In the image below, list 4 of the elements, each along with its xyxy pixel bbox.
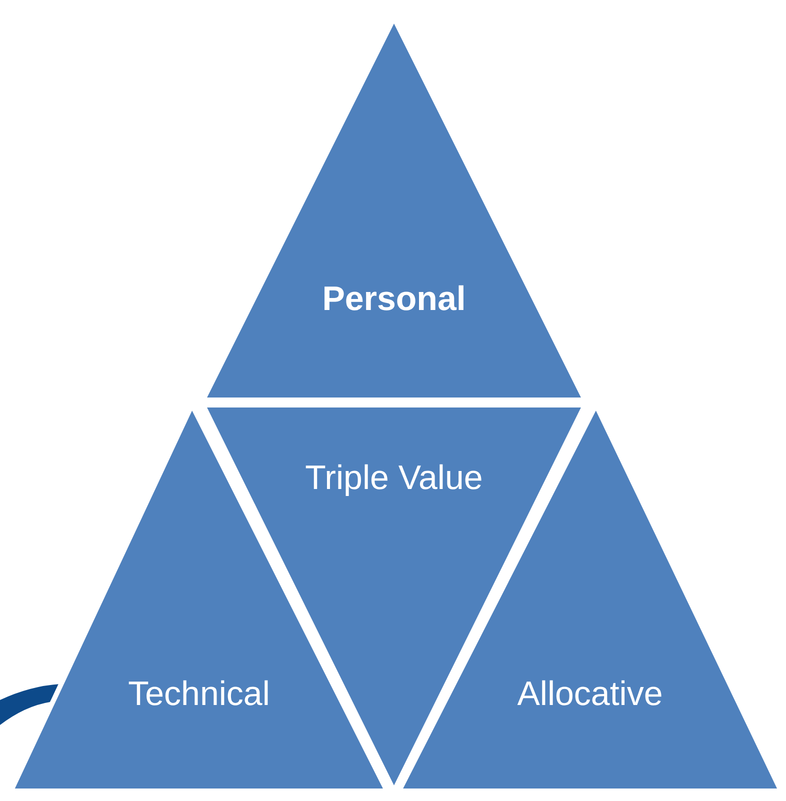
segment-label: Allocative — [516, 674, 664, 714]
segment-label: Triple Value — [304, 458, 484, 498]
segment-label: Technical — [127, 674, 271, 714]
segment-label: Personal — [321, 279, 467, 319]
